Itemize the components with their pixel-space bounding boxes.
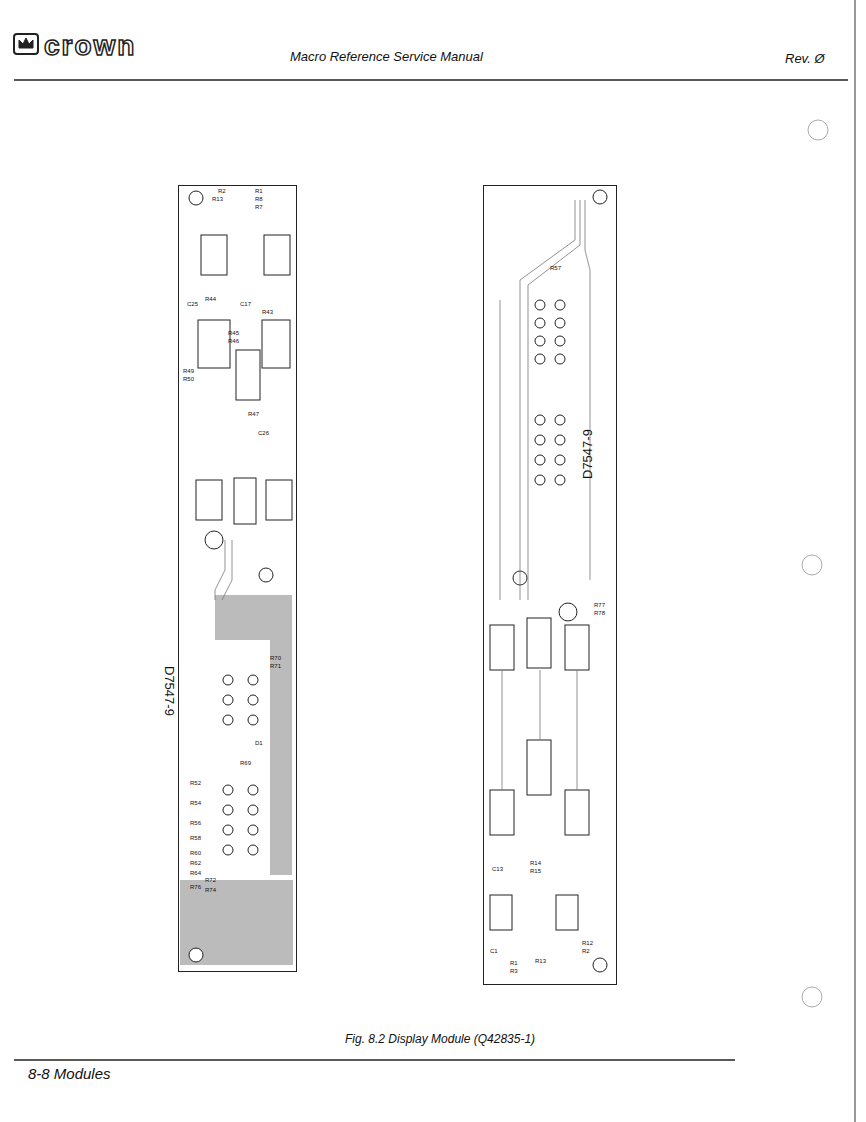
component-label: C26 [258, 430, 269, 436]
component-label: R70 [270, 655, 281, 661]
component-label: R47 [248, 411, 259, 417]
component-label: R2 [218, 188, 226, 194]
component-label: C17 [240, 301, 251, 307]
component-label: R43 [262, 309, 273, 315]
component-label: R60 [190, 850, 201, 856]
component-label: R72 [205, 877, 216, 883]
board-number: D7547-9 [581, 429, 594, 479]
component-label: R7 [255, 204, 263, 210]
component-label: R54 [190, 800, 201, 806]
component-label: R58 [190, 835, 201, 841]
board-number: D7547-9 [163, 666, 176, 716]
component-label: R74 [205, 887, 216, 893]
component-label: R44 [205, 296, 216, 302]
component-label: R13 [212, 196, 223, 202]
component-label: R45 [228, 330, 239, 336]
component-label: R3 [510, 968, 518, 974]
figure-caption: Fig. 8.2 Display Module (Q42835-1) [345, 1033, 535, 1045]
component-label: R52 [190, 780, 201, 786]
component-label: R1 [255, 188, 263, 194]
component-label: R49 [183, 368, 194, 374]
component-label: R2 [582, 948, 590, 954]
component-label: R71 [270, 663, 281, 669]
component-label: D1 [255, 740, 263, 746]
component-label: C25 [187, 301, 198, 307]
brand-logo: crown [44, 32, 136, 60]
page-header-text: 8-8 Modules [28, 1066, 111, 1081]
component-label: R78 [594, 610, 605, 616]
component-label: R56 [190, 820, 201, 826]
page-header-text: Rev. Ø [785, 52, 825, 65]
component-label: R69 [240, 760, 251, 766]
component-label: R57 [550, 265, 561, 271]
component-label: R62 [190, 860, 201, 866]
component-label: R15 [530, 868, 541, 874]
component-label: R12 [582, 940, 593, 946]
component-label: R76 [190, 884, 201, 890]
component-label: R8 [255, 196, 263, 202]
component-label: R13 [535, 958, 546, 964]
component-label: R64 [190, 870, 201, 876]
component-label: R50 [183, 376, 194, 382]
component-label: R1 [510, 960, 518, 966]
component-label: R46 [228, 338, 239, 344]
circuit-board: D7547-9 [483, 185, 617, 985]
component-label: C1 [490, 948, 498, 954]
page-header-text: Macro Reference Service Manual [290, 50, 483, 63]
component-label: R77 [594, 602, 605, 608]
component-label: C13 [492, 866, 503, 872]
component-label: R14 [530, 860, 541, 866]
